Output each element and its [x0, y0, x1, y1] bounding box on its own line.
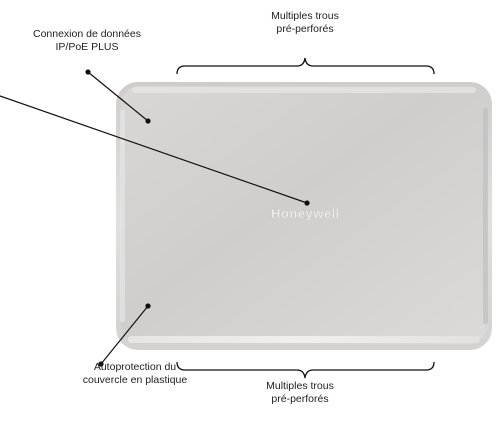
- bottom-brace: [176, 361, 435, 379]
- device-bottom-edge: [128, 336, 480, 343]
- data-connection-dot-start: [85, 69, 91, 75]
- logo-leader-dot: [304, 200, 310, 206]
- data-connection-label-line2: IP/PoE PLUS: [55, 41, 119, 53]
- bottom-holes-label: Multiples trous pré-perforés: [235, 380, 365, 406]
- device-top-edge: [132, 87, 476, 93]
- top-holes-label-line2: pré-perforés: [276, 23, 334, 35]
- tamper-dot-end: [98, 361, 104, 367]
- device-left-highlight: [120, 110, 125, 322]
- top-brace: [176, 57, 435, 75]
- top-holes-label-line1: Multiples trous: [271, 10, 339, 22]
- device-cover: [121, 86, 487, 344]
- data-connection-label-line1: Connexion de données: [32, 28, 141, 40]
- tamper-label: Autoprotection du couvercle en plastique: [70, 361, 200, 387]
- data-connection-dot-end: [145, 118, 151, 124]
- logo-leader: [0, 95, 308, 204]
- bottom-holes-label-line2: pré-perforés: [271, 393, 329, 405]
- tamper-label-line1: Autoprotection du: [93, 361, 177, 373]
- tamper-leader: [100, 305, 149, 365]
- device-enclosure: Honeywell: [116, 82, 492, 350]
- data-connection-leader: [87, 71, 149, 122]
- device-right-shade: [483, 108, 488, 324]
- honeywell-logo: Honeywell: [271, 206, 340, 221]
- bottom-holes-label-line1: Multiples trous: [266, 380, 334, 392]
- top-holes-label: Multiples trous pré-perforés: [240, 10, 370, 36]
- tamper-label-line2: couvercle en plastique: [82, 374, 188, 386]
- tamper-dot-start: [145, 303, 151, 309]
- data-connection-label: Connexion de données IP/PoE PLUS: [12, 28, 162, 54]
